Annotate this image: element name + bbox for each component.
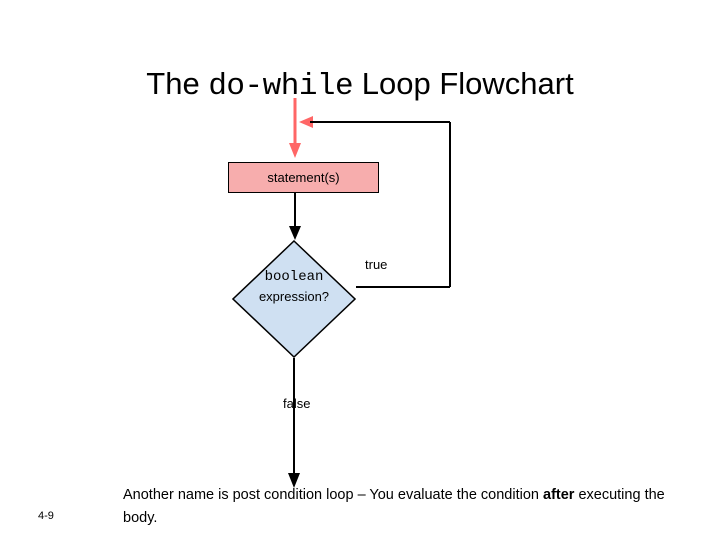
- false-branch-path: [288, 358, 300, 488]
- footer-text-part1: Another name is post condition loop – Yo…: [123, 487, 543, 503]
- statement-box: statement(s): [228, 162, 379, 193]
- feedback-arrow-head: [299, 116, 313, 128]
- decision-line1: boolean: [264, 269, 324, 285]
- statement-box-label: statement(s): [267, 170, 340, 185]
- arrow-statement-to-decision: [289, 193, 301, 240]
- slide-number: 4-9: [38, 510, 54, 522]
- diamond-shape: [232, 240, 356, 358]
- footer-text-bold: after: [543, 487, 575, 503]
- footer-text-part2: executing the body.: [123, 487, 665, 526]
- title-keyword: do-while: [208, 68, 354, 104]
- decision-line2: expression?: [258, 289, 330, 304]
- label-false: false: [283, 396, 311, 411]
- decision-diamond: boolean expression?: [232, 240, 356, 358]
- title-prefix: The: [146, 65, 209, 101]
- decision-diamond-text: boolean expression?: [232, 268, 356, 306]
- label-true: true: [365, 257, 388, 272]
- entry-arrow: [289, 98, 301, 158]
- title-suffix: Loop Flowchart: [353, 65, 574, 101]
- page-title: The do-while Loop Flowchart: [0, 65, 720, 106]
- footer-note: Another name is post condition loop – Yo…: [123, 484, 683, 530]
